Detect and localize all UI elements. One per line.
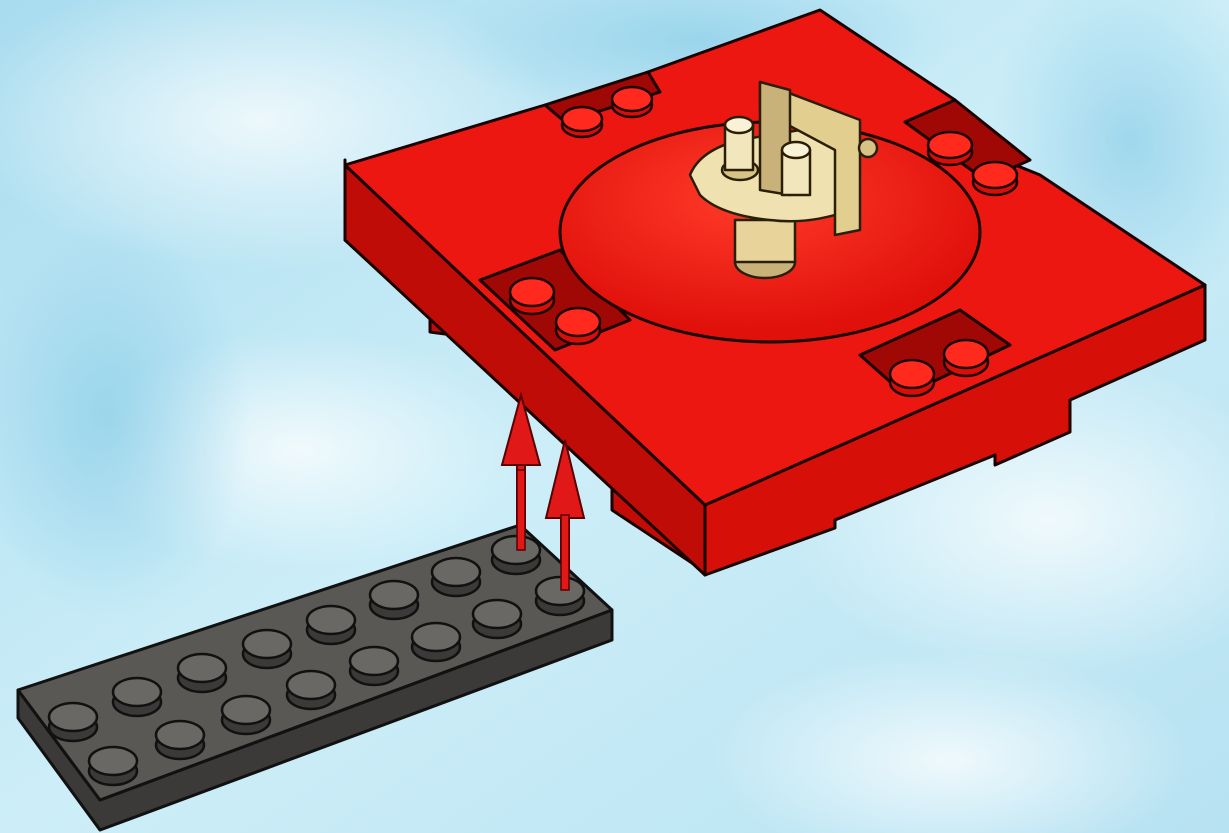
stud <box>890 360 934 396</box>
stud <box>287 671 335 709</box>
stud <box>612 87 652 117</box>
stud <box>222 696 270 734</box>
stud <box>49 703 97 741</box>
stud <box>562 107 602 137</box>
stud <box>178 654 226 692</box>
stud <box>944 340 988 376</box>
stud <box>492 536 540 574</box>
stud <box>89 747 137 785</box>
stud <box>928 132 972 165</box>
stud <box>536 577 584 615</box>
stud <box>243 630 291 668</box>
stud <box>350 647 398 685</box>
stud <box>307 606 355 644</box>
stud <box>973 162 1017 195</box>
stud <box>412 623 460 661</box>
stud <box>432 558 480 596</box>
stud <box>510 278 554 314</box>
stud <box>473 600 521 638</box>
stud <box>370 581 418 619</box>
stud <box>556 308 600 344</box>
stud <box>156 721 204 759</box>
stud <box>113 678 161 716</box>
